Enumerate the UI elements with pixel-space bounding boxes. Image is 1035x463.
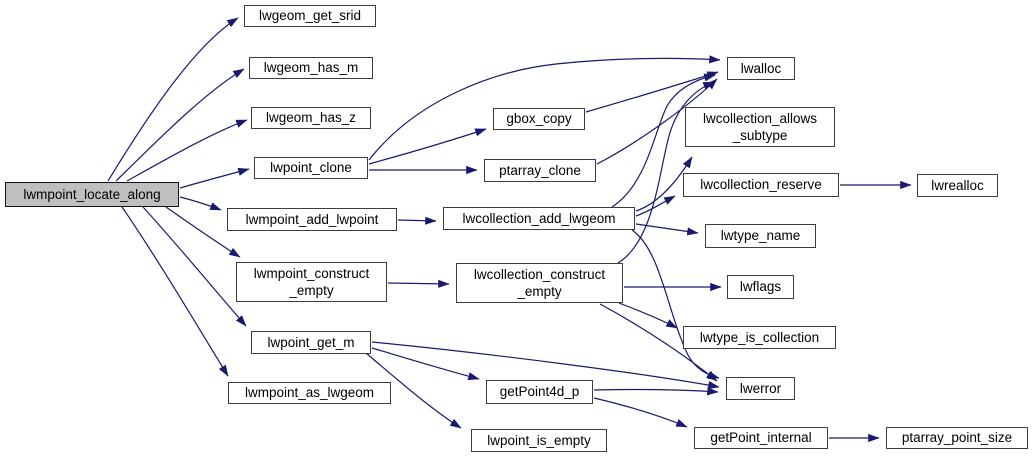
node-lwcollection-allows-subtype[interactable]: lwcollection_allows _subtype — [685, 107, 835, 147]
edge-lwmpoint_locate_along-lwpoint_get_m — [142, 206, 247, 327]
edge-lwcollection_add_lwgeom-lwerror — [631, 229, 720, 380]
edge-lwcollection_construct_empty-lwerror — [599, 303, 718, 382]
edge-lwcollection_add_lwgeom-lwalloc — [611, 73, 716, 208]
node-lwmpoint-add-lwpoint[interactable]: lwmpoint_add_lwpoint — [227, 208, 397, 231]
edge-lwcollection_add_lwgeom-lwtype_name — [635, 223, 699, 236]
node-lwgeom-has-m[interactable]: lwgeom_has_m — [249, 57, 373, 79]
node-lwcollection-construct-empty[interactable]: lwcollection_construct _empty — [456, 263, 623, 303]
node-lwmpoint-construct-empty[interactable]: lwmpoint_construct _empty — [236, 262, 387, 302]
node-ptarray-clone[interactable]: ptarray_clone — [484, 159, 596, 182]
node-lwgeom-get-srid[interactable]: lwgeom_get_srid — [244, 5, 376, 27]
edge-getPoint4d_p-getPoint_internal — [593, 397, 688, 428]
node-lwflags[interactable]: lwflags — [727, 275, 794, 299]
node-lwcollection-reserve[interactable]: lwcollection_reserve — [683, 173, 839, 197]
node-lwpoint-get-m[interactable]: lwpoint_get_m — [251, 331, 371, 354]
edge-lwmpoint_locate_along-lwmpoint_add_lwpoint — [179, 196, 222, 211]
edge-lwpoint_get_m-lwerror — [371, 341, 720, 390]
edge-lwpoint_clone-lwalloc — [368, 55, 721, 161]
node-lwmpoint-as-lwgeom[interactable]: lwmpoint_as_lwgeom — [228, 382, 391, 404]
edge-lwpoint_clone-gbox_copy — [368, 128, 487, 165]
edge-lwmpoint_add_lwpoint-lwcollection_add_lwgeom — [397, 216, 437, 225]
edge-getPoint4d_p-lwerror — [593, 387, 719, 396]
edge-lwmpoint_locate_along-lwmpoint_as_lwgeom — [121, 206, 229, 377]
edge-lwmpoint_locate_along-lwpoint_clone — [179, 167, 250, 189]
node-lwpoint-is-empty[interactable]: lwpoint_is_empty — [471, 429, 607, 452]
edge-gbox_copy-lwalloc — [585, 71, 719, 113]
edge-lwcollection_construct_empty-lwtype_is_collection — [618, 302, 678, 329]
node-lwgeom-has-z[interactable]: lwgeom_has_z — [251, 107, 371, 129]
node-gbox-copy[interactable]: gbox_copy — [493, 108, 585, 130]
node-lwalloc[interactable]: lwalloc — [727, 57, 795, 80]
node-lwcollection-add-lwgeom[interactable]: lwcollection_add_lwgeom — [443, 207, 635, 230]
edge-lwcollection_add_lwgeom-lwcollection_allows_subtype — [635, 156, 693, 212]
edge-lwmpoint_locate_along-lwgeom_has_z — [126, 119, 248, 182]
node-lwtype-is-collection[interactable]: lwtype_is_collection — [683, 326, 836, 349]
node-lwmpoint-locate-along[interactable]: lwmpoint_locate_along — [5, 182, 179, 207]
node-ptarray-point-size[interactable]: ptarray_point_size — [886, 427, 1028, 449]
node-lwpoint-clone[interactable]: lwpoint_clone — [254, 157, 368, 179]
edge-lwmpoint_locate_along-lwmpoint_construct_empty — [165, 206, 241, 258]
node-getpoint4d-p[interactable]: getPoint4d_p — [486, 380, 593, 404]
edge-lwcollection_add_lwgeom-lwcollection_reserve — [635, 195, 676, 217]
edge-lwcollection_construct_empty-lwalloc — [617, 81, 715, 264]
edge-lwpoint_get_m-lwpoint_is_empty — [365, 352, 462, 429]
edge-lwpoint_get_m-getPoint4d_p — [371, 347, 480, 381]
node-lwtype-name[interactable]: lwtype_name — [705, 224, 816, 248]
edge-lwmpoint_locate_along-lwgeom_get_srid — [107, 17, 239, 182]
node-lwrealloc[interactable]: lwrealloc — [917, 174, 998, 197]
edge-lwmpoint_construct_empty-lwcollection_construct_empty — [387, 279, 450, 288]
node-lwerror[interactable]: lwerror — [726, 377, 795, 400]
node-getpoint-internal[interactable]: getPoint_internal — [694, 427, 828, 449]
edge-lwmpoint_locate_along-lwgeom_has_m — [115, 68, 245, 182]
